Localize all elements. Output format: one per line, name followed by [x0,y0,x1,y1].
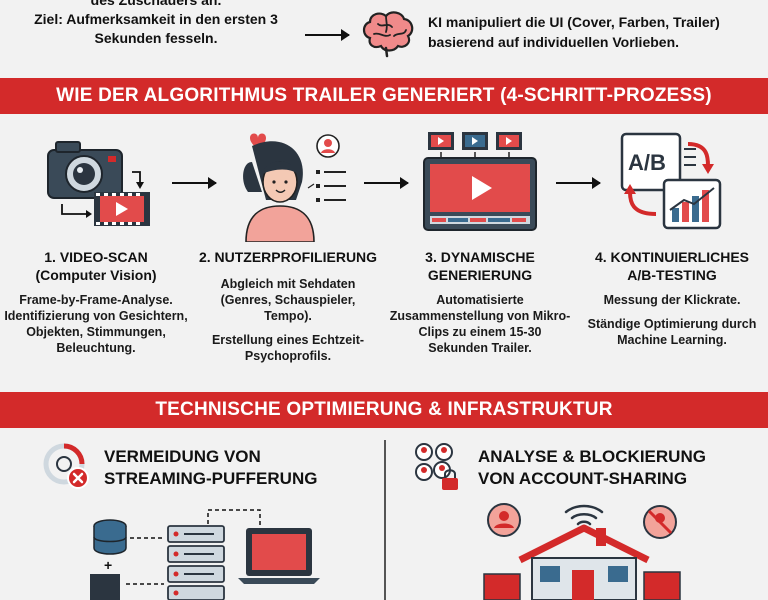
step-1-desc-text: Frame-by-Frame-Analyse. Identifizierung … [4,293,188,355]
step-ab-testing: A/B 4. KONTINUIERLICHES A/B-TESTING Mess… [576,122,768,384]
step-1-title-line2: (Computer Vision) [35,267,157,283]
step-3-description: Automatisierte Zusammenstellung von Mikr… [388,292,572,356]
step-3-title-line1: 3. DYNAMISCHE [425,249,535,265]
infra-left-title: VERMEIDUNG VON STREAMING-PUFFERUNG [104,446,317,490]
video-editor-icon [423,132,537,231]
infra-left-title-line2: STREAMING-PUFFERUNG [104,469,318,488]
infra-streaming-buffering: VERMEIDUNG VON STREAMING-PUFFERUNG + [0,436,384,600]
step-4-desc-text-1: Messung der Klickrate. [603,293,741,307]
step-1-title-line1: 1. VIDEO-SCAN [44,249,148,265]
house-devices-icon [483,503,681,600]
infra-right-title: ANALYSE & BLOCKIERUNG VON ACCOUNT-SHARIN… [478,446,706,490]
process-banner: WIE DER ALGORITHMUS TRAILER GENERIERT (4… [0,78,768,114]
step-1-title: 1. VIDEO-SCAN (Computer Vision) [0,248,192,284]
step-4-title: 4. KONTINUIERLICHES A/B-TESTING [576,248,768,284]
ab-test-icon: A/B [620,132,722,230]
infra-banner: TECHNISCHE OPTIMIERUNG & INFRASTRUKTUR [0,392,768,428]
account-sharing-lock-icon [415,443,458,490]
infra-account-sharing: ANALYSE & BLOCKIERUNG VON ACCOUNT-SHARIN… [386,436,768,600]
intro-arrow-icon [305,29,350,41]
step-2-desc-text-1: Abgleich mit Sehdaten (Genres, Schauspie… [220,277,356,323]
step-2-title: 2. NUTZERPROFILIERUNG [192,248,384,266]
intro-cut-line: des Zuschauers an. [90,0,222,8]
flow-arrow-icon [172,177,217,189]
step-4-description: Messung der Klickrate. Ständige Optimier… [580,292,764,348]
infra-left-title-line1: VERMEIDUNG VON [104,447,261,466]
intro-ui-manipulation-text: KI manipuliert die UI (Cover, Farben, Tr… [428,14,720,50]
svg-text:+: + [104,557,112,573]
server-network-icon: + [90,509,320,600]
step-4-title-line1: 4. KONTINUIERLICHES [594,249,749,265]
step-2-desc-text-2: Erstellung eines Echtzeit-Psychoprofils. [211,333,365,363]
step-3-desc-text: Automatisierte Zusammenstellung von Mikr… [389,293,571,355]
user-profile-icon [243,133,346,242]
step-1-description: Frame-by-Frame-Analyse. Identifizierung … [4,292,188,356]
step-2-description: Abgleich mit Sehdaten (Genres, Schauspie… [196,276,380,364]
flow-arrow-icon [556,177,601,189]
step-dynamische-generierung: 3. DYNAMISCHE GENERIERUNG Automatisierte… [384,122,576,384]
step-3-title: 3. DYNAMISCHE GENERIERUNG [384,248,576,284]
step-nutzerprofilierung: 2. NUTZERPROFILIERUNG Abgleich mit Sehda… [192,122,384,384]
step-4-title-line2: A/B-TESTING [627,267,717,283]
ab-label: A/B [628,150,666,175]
step-2-title-line1: 2. NUTZERPROFILIERUNG [198,249,378,265]
intro-goal: Ziel: Aufmerksamkeit in den ersten 3 Sek… [34,11,278,46]
flow-arrow-icon [364,177,409,189]
step-3-title-line2: GENERIERUNG [427,267,533,283]
intro-goal-text: des Zuschauers an. Ziel: Aufmerksamkeit … [10,0,302,48]
infra-right-title-line2: VON ACCOUNT-SHARING [478,469,688,488]
section-divider [384,440,386,600]
brain-icon [362,11,414,58]
buffering-blocked-icon [43,443,89,489]
camera-film-icon [47,141,150,226]
step-video-scan: 1. VIDEO-SCAN (Computer Vision) Frame-by… [0,122,192,384]
intro-section: des Zuschauers an. Ziel: Aufmerksamkeit … [0,0,768,74]
step-4-desc-text-2: Ständige Optimierung durch Machine Learn… [587,317,757,347]
infra-right-title-line1: ANALYSE & BLOCKIERUNG [478,447,706,466]
